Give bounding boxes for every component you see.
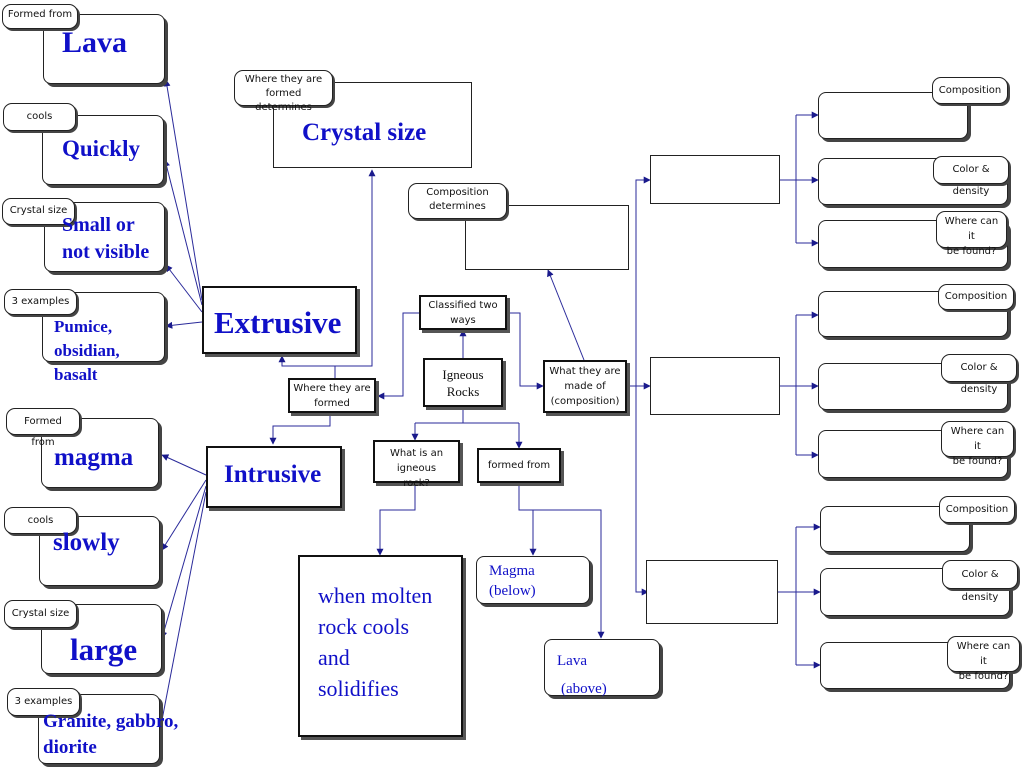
cools-tag: cools xyxy=(3,103,76,131)
formed-from-label: formed from xyxy=(487,460,551,471)
magma-below-box xyxy=(476,556,590,604)
where-found-3-line-2: be found? xyxy=(958,671,1009,682)
example-5: diorite xyxy=(43,737,97,758)
what-is-line-1: What is an igneous xyxy=(389,448,444,474)
extrusive-examples: Pumice, obsidian, basalt xyxy=(54,315,120,387)
where-formed-label: Where they are formed xyxy=(288,381,376,411)
where-found-3-line-1: Where can it xyxy=(956,641,1011,667)
made-of-box xyxy=(543,360,627,413)
magma-label: magma xyxy=(54,444,134,471)
classified-label: Classified two ways xyxy=(419,298,507,328)
where-found-tag-3: Where can it be found? xyxy=(947,636,1020,682)
large-label: large xyxy=(70,632,138,667)
comp-det-line-2: determines xyxy=(429,201,486,212)
small-label: Small or not visible xyxy=(62,212,149,266)
example-1: Pumice, xyxy=(54,317,113,336)
igneous-line-2: Rocks xyxy=(446,384,480,399)
definition-line-1: when molten xyxy=(318,583,433,608)
lava-above-line-2: (above) xyxy=(561,681,607,697)
what-is-line-2: rock? xyxy=(403,478,430,489)
intrusive-examples: Granite, gabbro, diorite xyxy=(43,709,178,761)
composition-determines-tag: Composition determines xyxy=(408,183,507,219)
made-of-line-1: What they are xyxy=(549,366,621,377)
comp-det-line-1: Composition xyxy=(426,187,489,198)
made-of-line-3: (composition) xyxy=(550,396,620,407)
definition-text: when molten rock cools and solidifies xyxy=(318,580,432,704)
example-3: basalt xyxy=(54,365,98,384)
crystal-where-line-1: Where they are xyxy=(244,74,323,85)
where-found-1-line-1: Where can it xyxy=(944,216,999,242)
where-found-2-line-1: Where can it xyxy=(950,426,1005,452)
made-of-label: What they are made of (composition) xyxy=(543,364,627,409)
lava-above-text: Lava (above) xyxy=(557,647,607,703)
where-found-1-line-2: be found? xyxy=(946,246,997,257)
small-line-1: Small or xyxy=(62,214,135,236)
igneous-rocks-label: Igneous Rocks xyxy=(423,366,503,400)
what-is-box xyxy=(373,440,460,483)
classified-box xyxy=(419,295,507,330)
quickly-label: Quickly xyxy=(62,136,140,161)
magma-below-text: Magma (below) xyxy=(489,561,536,601)
cools-tag-2: cools xyxy=(4,507,77,534)
example-2: obsidian, xyxy=(54,341,120,360)
crystal-size-tag: Crystal size xyxy=(2,198,75,225)
color-density-tag-1: Color & density xyxy=(933,156,1009,197)
definition-line-2: rock cools xyxy=(318,614,410,639)
formed-from-tag: Formed from xyxy=(2,4,78,29)
composition-tag-1: Composition xyxy=(932,77,1008,104)
crystal-where-tag: Where they are formed determines xyxy=(234,70,333,113)
definition-line-3: and xyxy=(318,645,350,670)
extrusive-title: Extrusive xyxy=(214,305,342,340)
definition-line-4: solidifies xyxy=(318,676,399,701)
where-found-tag-1: Where can it be found? xyxy=(936,211,1007,257)
example-4: Granite, gabbro, xyxy=(43,711,179,732)
formed-from-tag-2: Formed from xyxy=(6,408,80,448)
crystal-size-label: Crystal size xyxy=(302,119,427,146)
lava-label: Lava xyxy=(62,26,128,59)
right-group-3 xyxy=(646,560,778,624)
lava-above-box xyxy=(544,639,660,696)
examples-tag-2: 3 examples xyxy=(7,688,80,716)
lava-above-line-1: Lava xyxy=(557,653,587,669)
right-group-1 xyxy=(650,155,780,204)
extrusive-box xyxy=(202,286,357,354)
color-density-tag-2: Color & density xyxy=(941,354,1017,395)
formed-from-box xyxy=(477,448,561,483)
right-group-2 xyxy=(650,357,780,415)
where-found-2-line-2: be found? xyxy=(952,456,1003,467)
crystal-size-tag-2: Crystal size xyxy=(4,600,77,628)
igneous-line-1: Igneous xyxy=(442,367,484,382)
slowly-label: slowly xyxy=(53,529,120,556)
magma-below-line-2: (below) xyxy=(489,583,536,599)
examples-tag: 3 examples xyxy=(4,289,77,315)
classified-line-1: Classified two xyxy=(428,300,498,311)
where-found-tag-2: Where can it be found? xyxy=(941,421,1014,467)
where-formed-line-2: formed xyxy=(314,398,350,409)
intrusive-title: Intrusive xyxy=(224,461,322,488)
igneous-rocks-box xyxy=(423,358,503,407)
color-density-tag-3: Color & density xyxy=(942,560,1018,603)
what-is-label: What is an igneous rock? xyxy=(373,446,460,491)
composition-tag-3: Composition xyxy=(939,496,1015,523)
where-formed-line-1: Where they are xyxy=(293,383,371,394)
classified-line-2: ways xyxy=(450,315,476,326)
crystal-where-line-2: formed determines xyxy=(255,88,312,113)
intrusive-box xyxy=(206,446,342,508)
composition-tag-2: Composition xyxy=(938,284,1014,310)
made-of-line-2: made of xyxy=(564,381,606,392)
magma-below-line-1: Magma xyxy=(489,563,535,579)
small-line-2: not visible xyxy=(62,241,150,263)
where-formed-box xyxy=(288,378,376,413)
definition-box xyxy=(298,555,463,737)
